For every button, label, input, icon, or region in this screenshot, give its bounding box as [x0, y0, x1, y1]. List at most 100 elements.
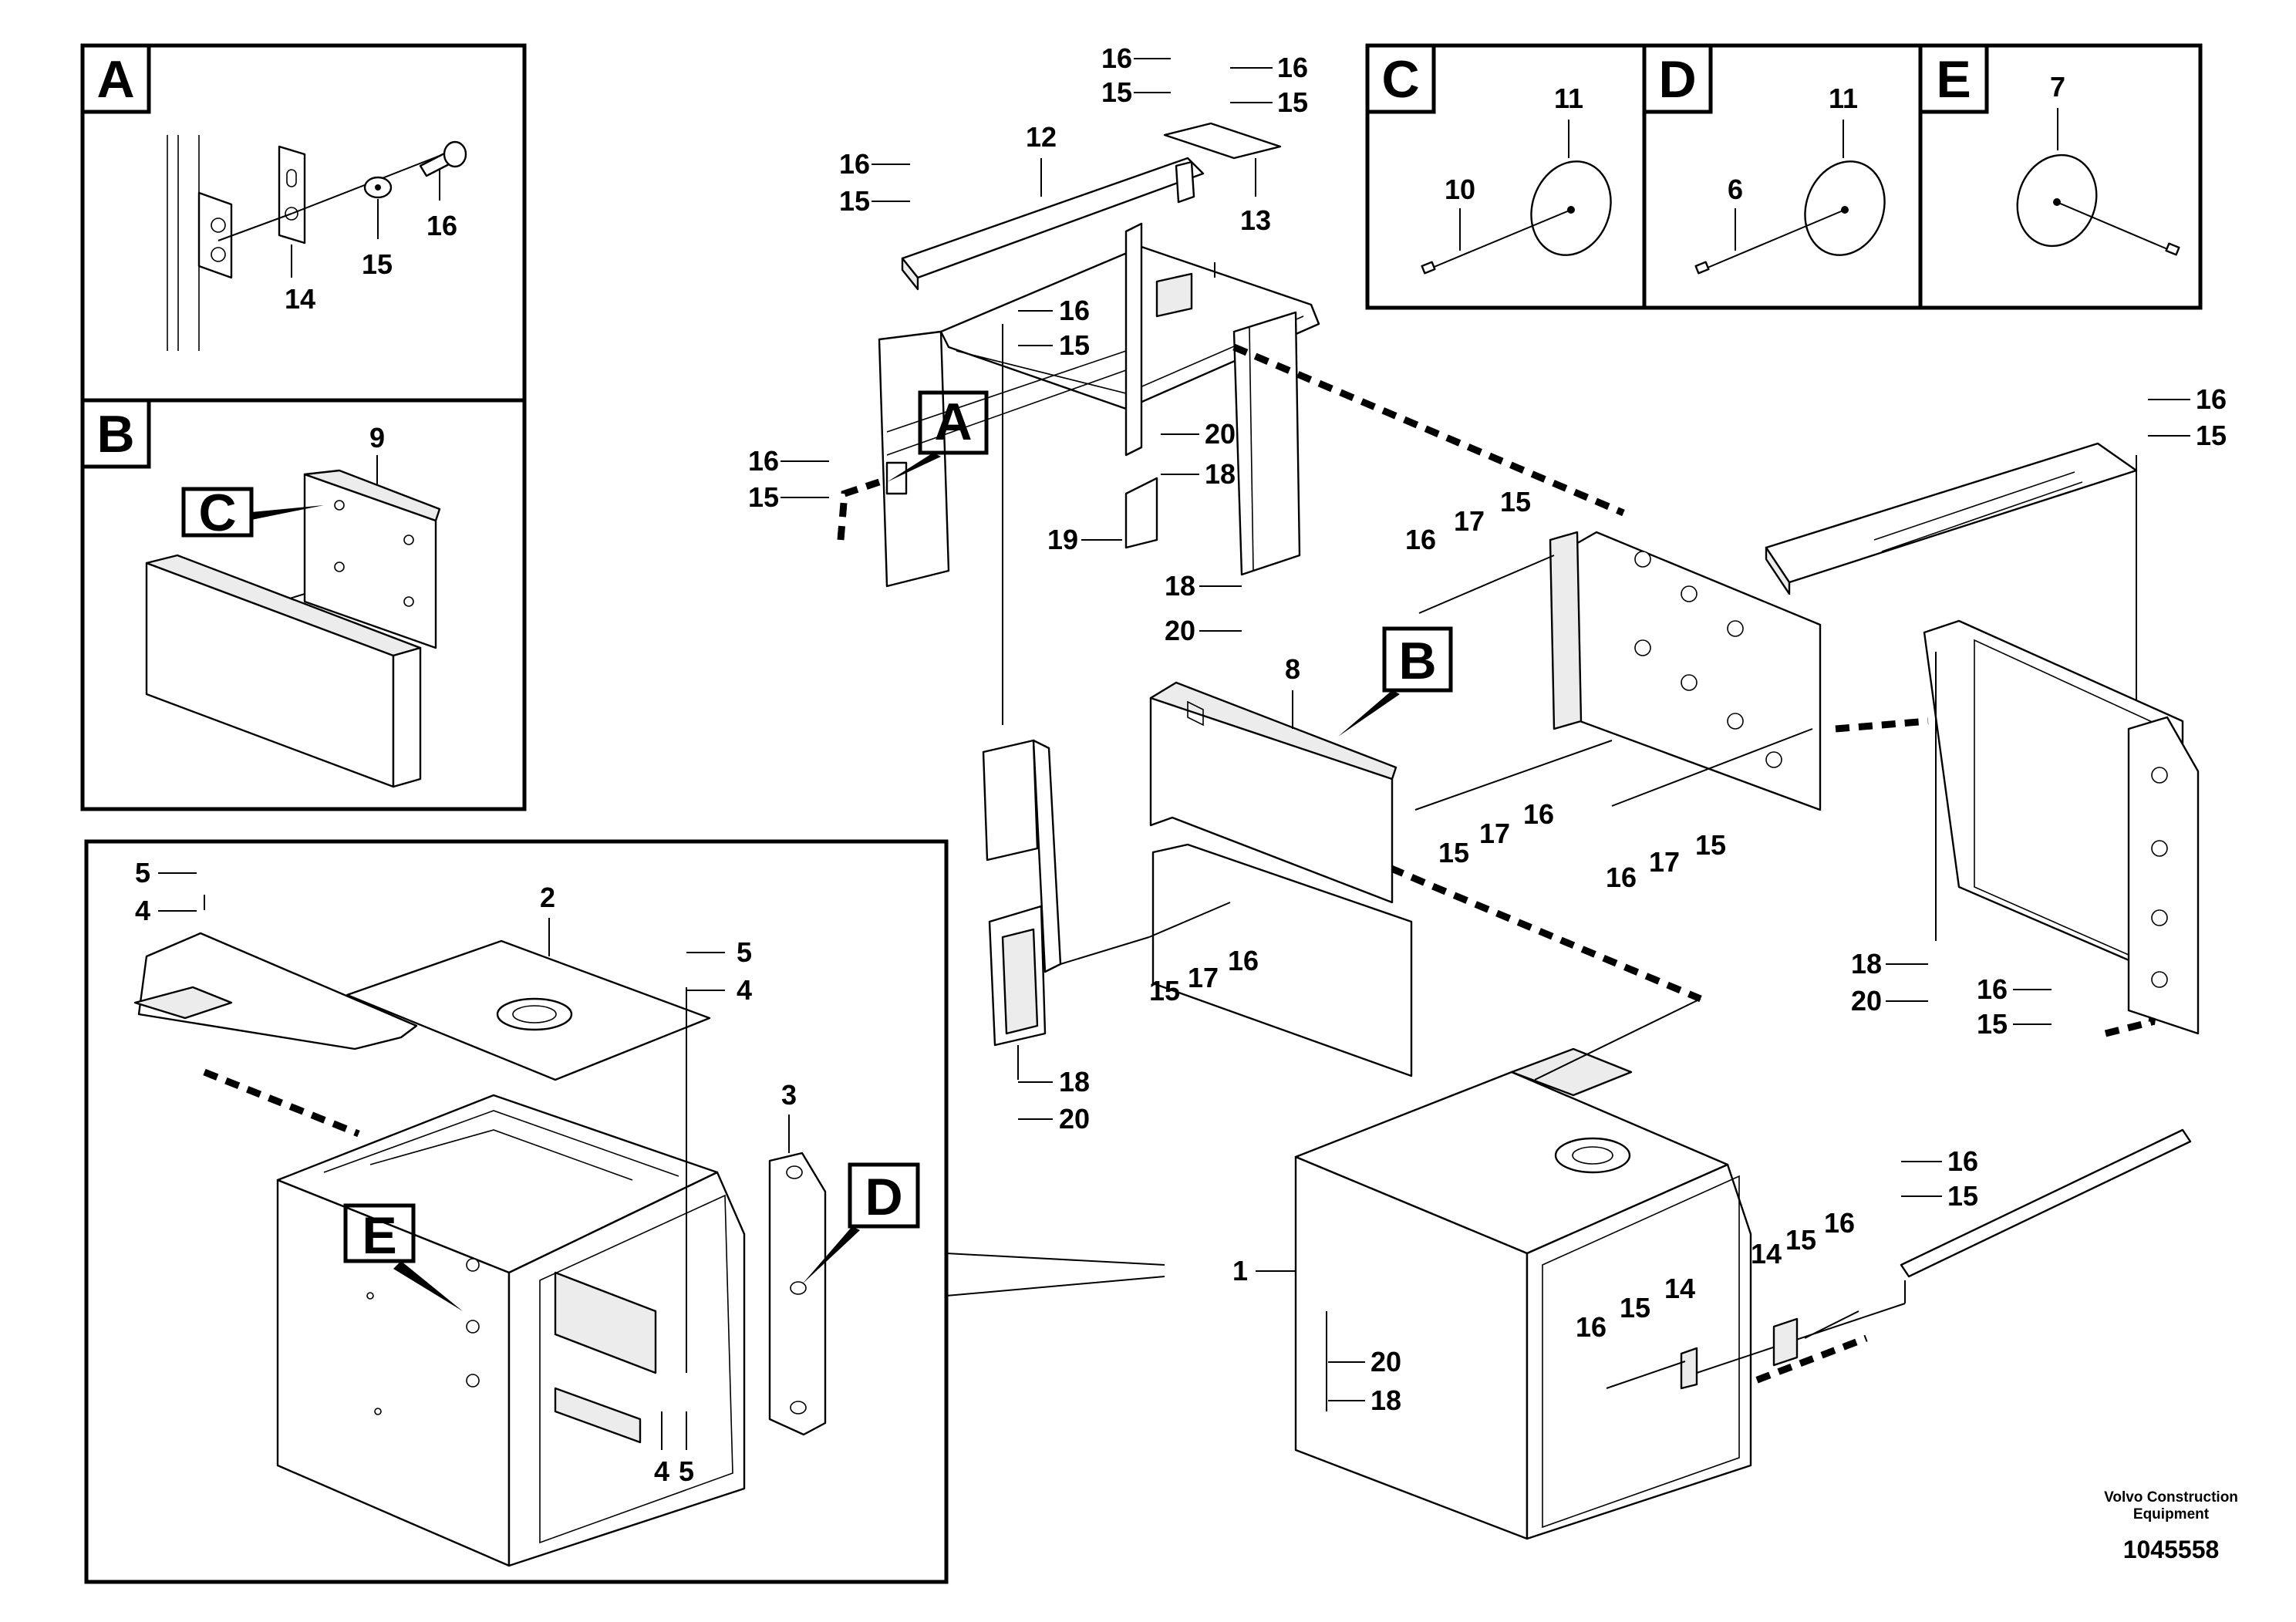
callout-16-box: 16: [1576, 1311, 1607, 1343]
callout-3: 3: [781, 1079, 797, 1111]
svg-text:15: 15: [1101, 76, 1132, 108]
svg-text:15: 15: [839, 185, 870, 217]
svg-text:16: 16: [2196, 383, 2227, 415]
callout-20-mid: 20: [1161, 418, 1236, 450]
callout-5-inset-b: 5: [737, 936, 752, 968]
callout-2: 2: [540, 882, 555, 913]
callout-15: 15: [362, 248, 393, 280]
callout-6: 6: [1728, 174, 1743, 205]
svg-text:15: 15: [1620, 1292, 1650, 1324]
callout-18-mid: 18: [1161, 458, 1236, 490]
svg-text:20: 20: [1851, 985, 1882, 1017]
svg-text:15: 15: [1947, 1180, 1978, 1212]
ref-a-marker: A: [934, 393, 972, 451]
callout-20-low: 20: [1165, 615, 1242, 646]
ref-b-marker: B: [1398, 632, 1436, 690]
svg-text:16: 16: [1947, 1145, 1978, 1177]
svg-text:15: 15: [1149, 975, 1180, 1007]
svg-text:8: 8: [1285, 653, 1300, 685]
callout-20-rt: 20: [1851, 985, 1928, 1017]
svg-text:15: 15: [1500, 486, 1531, 518]
callout-15-rail: 15: [1901, 1180, 1978, 1212]
callout-9: 9: [369, 422, 385, 454]
callout-16-e: 16: [1228, 945, 1259, 976]
callout-16-top-b: 16: [1230, 52, 1308, 83]
callout-16-rail: 16: [1901, 1145, 1978, 1177]
svg-text:20: 20: [1059, 1103, 1090, 1135]
svg-text:17: 17: [1454, 505, 1485, 537]
svg-text:16: 16: [748, 445, 779, 477]
svg-text:15: 15: [2196, 420, 2227, 451]
brand-line-2: Equipment: [2133, 1506, 2210, 1523]
callout-4-inset-a: 4: [135, 895, 150, 926]
callout-15-d: 15: [1438, 837, 1469, 868]
callout-17-c: 17: [1649, 846, 1680, 878]
callout-18-rt: 18: [1851, 948, 1928, 980]
callout-18-col: 18: [1018, 1066, 1090, 1098]
svg-text:17: 17: [1479, 818, 1510, 849]
callout-4-inset-c: 4: [654, 1455, 669, 1487]
callout-4-inset-b: 4: [737, 974, 752, 1006]
callout-15-12: 15: [839, 185, 910, 217]
svg-text:16: 16: [1277, 52, 1308, 83]
detail-a-label: A: [96, 50, 134, 109]
svg-text:16: 16: [1576, 1311, 1607, 1343]
inset-ref-e: E: [362, 1206, 396, 1265]
callout-15-box-b: 15: [1785, 1224, 1816, 1256]
main-ref-markers: A B: [887, 390, 1453, 737]
svg-text:15: 15: [1977, 1008, 2008, 1040]
svg-text:15: 15: [1785, 1224, 1816, 1256]
callout-15-left: 15: [748, 481, 829, 513]
svg-text:16: 16: [1228, 945, 1259, 976]
callout-7: 7: [2050, 71, 2065, 103]
svg-text:16: 16: [1405, 524, 1436, 555]
callout-16-box-b: 16: [1824, 1207, 1855, 1239]
svg-text:15: 15: [748, 481, 779, 513]
callout-15-rt: 15: [2148, 420, 2227, 451]
callout-11-d: 11: [1829, 83, 1858, 114]
callout-14: 14: [285, 283, 315, 315]
svg-text:16: 16: [839, 148, 870, 180]
inset-view-frame: 3 5 4 2 5 4 4 5 E D: [84, 839, 1165, 1584]
callout-15-mid: 15: [1018, 329, 1090, 361]
svg-text:20: 20: [1165, 615, 1195, 646]
callout-1: 1: [1232, 1255, 1296, 1286]
callout-14-box-b: 14: [1751, 1238, 1782, 1270]
callout-17-d: 17: [1479, 818, 1510, 849]
svg-text:16: 16: [1824, 1207, 1855, 1239]
callout-5-inset-c: 5: [679, 1455, 694, 1487]
callout-11-c: 11: [1554, 83, 1583, 114]
svg-text:16: 16: [1059, 295, 1090, 326]
detail-c-label: C: [1381, 50, 1419, 109]
callout-15-rb: 15: [1977, 1008, 2052, 1040]
callout-8: 8: [1285, 653, 1300, 729]
svg-text:18: 18: [1851, 948, 1882, 980]
svg-text:20: 20: [1371, 1346, 1401, 1378]
callout-16-d: 16: [1523, 798, 1554, 830]
main-callouts: 16 15 16 15 12 16 15 13 16 15 16 15 20 1…: [748, 42, 2227, 1416]
svg-text:15: 15: [1695, 829, 1726, 861]
document-number: 1045558: [2123, 1536, 2220, 1563]
detail-b-ref-c: C: [198, 484, 236, 542]
callout-16-12: 16: [839, 148, 910, 180]
callout-14-box-a: 14: [1664, 1273, 1695, 1304]
callout-15-c: 15: [1695, 829, 1726, 861]
svg-text:14: 14: [1664, 1273, 1695, 1304]
callout-16: 16: [426, 210, 457, 241]
svg-text:15: 15: [1059, 329, 1090, 361]
inset-ref-d: D: [865, 1168, 902, 1226]
callout-15-b: 15: [1500, 486, 1531, 518]
callout-15-box: 15: [1620, 1292, 1650, 1324]
svg-text:15: 15: [1438, 837, 1469, 868]
callout-20-box: 20: [1328, 1346, 1401, 1378]
svg-text:15: 15: [1277, 86, 1308, 118]
svg-text:18: 18: [1205, 458, 1236, 490]
callout-18-box: 18: [1328, 1384, 1401, 1416]
svg-text:14: 14: [1751, 1238, 1782, 1270]
callout-20-col: 20: [1018, 1103, 1090, 1135]
detail-d-label: D: [1658, 50, 1696, 109]
svg-text:13: 13: [1240, 204, 1271, 236]
svg-text:12: 12: [1026, 121, 1057, 153]
detail-views-cde: C D E 11 10 11 6 7: [1365, 43, 2203, 310]
